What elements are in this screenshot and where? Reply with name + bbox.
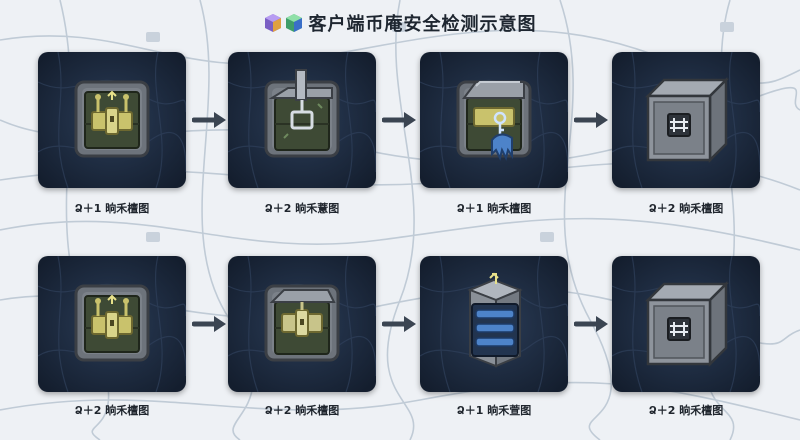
step-tile-1-3	[420, 52, 568, 188]
step-caption: Ձ＋1 晌禾萱图	[456, 404, 532, 417]
step-caption: Ձ＋2 晌禾檀图	[648, 202, 724, 215]
brass-lock-chest-icon	[38, 256, 186, 392]
flow-arrow-icon	[382, 112, 416, 128]
step-caption: Ձ＋2 晌禾薏图	[264, 202, 340, 215]
step-caption: Ձ＋2 晌禾檀图	[74, 404, 150, 417]
step-tile-2-1	[38, 256, 186, 392]
step-tile-1-2	[228, 52, 376, 188]
blue-banded-crate-icon	[420, 256, 568, 392]
step-tile-1-1	[38, 52, 186, 188]
flow-arrow-icon	[574, 316, 608, 332]
cube-purple-icon	[264, 14, 281, 32]
diagram-title-bar: 客户端币庵安全检测示意图	[0, 8, 800, 38]
brass-lock-chest-icon	[38, 52, 186, 188]
open-pipe-chest-icon	[228, 52, 376, 188]
step-caption: Ձ＋2 晌禾檀图	[264, 404, 340, 417]
step-tile-2-2	[228, 256, 376, 392]
page-title: 客户端币庵安全检测示意图	[308, 14, 537, 35]
steel-safe-icon	[612, 256, 760, 392]
step-tile-2-4	[612, 256, 760, 392]
step-tile-1-4	[612, 52, 760, 188]
flow-arrow-icon	[192, 112, 226, 128]
green-chest-icon	[228, 256, 376, 392]
step-tile-2-3	[420, 256, 568, 392]
flow-arrow-icon	[192, 316, 226, 332]
step-caption: Ձ＋1 晌禾檀图	[74, 202, 150, 215]
flow-arrow-icon	[574, 112, 608, 128]
blue-key-chest-icon	[420, 52, 568, 188]
flow-arrow-icon	[382, 316, 416, 332]
step-caption: Ձ＋1 晌禾檀图	[456, 202, 532, 215]
steel-safe-icon	[612, 52, 760, 188]
title-icon-group	[264, 13, 303, 33]
step-caption: Ձ＋2 晌禾檀图	[648, 404, 724, 417]
cube-green-icon	[285, 14, 302, 32]
